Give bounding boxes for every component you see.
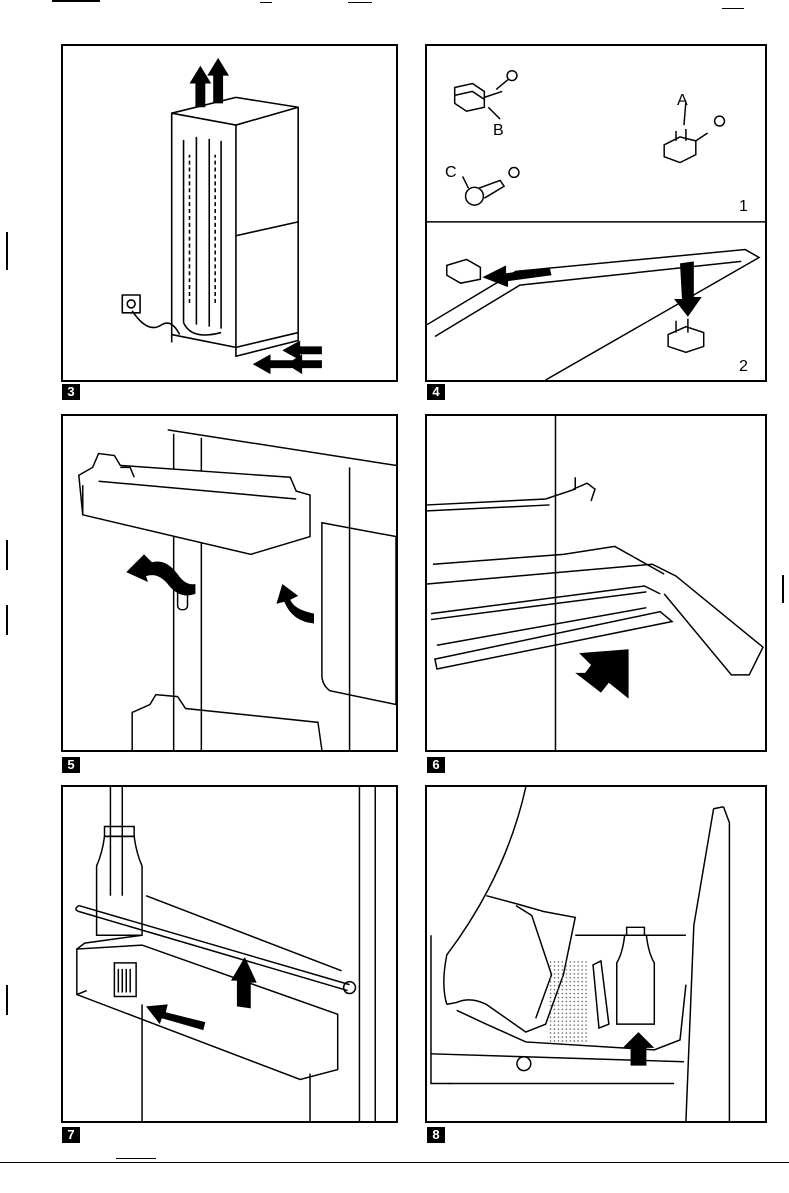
figure-6-panel (425, 414, 767, 752)
fridge-airflow-illustration (63, 46, 396, 380)
inflow-arrow-icon (253, 340, 322, 374)
crop-mark (260, 2, 272, 3)
crop-mark (116, 1158, 156, 1159)
figure-5-panel (61, 414, 398, 752)
glass-shelf-illustration (427, 416, 765, 750)
crop-mark (722, 8, 744, 9)
figure-4-number: 4 (427, 384, 445, 400)
figure-4-panel: A B C 1 2 (425, 44, 767, 382)
margin-mark (6, 540, 8, 570)
callout-c: C (445, 164, 457, 182)
shelf-support-illustration (427, 46, 765, 380)
figure-6-number: 6 (427, 757, 445, 773)
margin-mark (782, 575, 784, 603)
callout-b: B (493, 122, 504, 140)
figure-8-number: 8 (427, 1127, 445, 1143)
crop-mark (348, 2, 372, 3)
margin-mark (6, 232, 8, 270)
step-2-label: 2 (739, 358, 748, 376)
margin-mark (6, 605, 8, 635)
figure-8-panel (425, 785, 767, 1123)
door-bottle-shelf-illustration (427, 787, 765, 1121)
insert-arrow-icon (575, 649, 628, 698)
figure-3-panel (61, 44, 398, 382)
crop-mark (52, 0, 100, 2)
bottle-retainer-illustration (63, 787, 396, 1121)
figure-7-panel (61, 785, 398, 1123)
figure-7-number: 7 (62, 1127, 80, 1143)
lift-arrow-icon (126, 554, 314, 623)
callout-a: A (677, 92, 688, 110)
page-bottom-rule (0, 1162, 789, 1163)
figure-5-number: 5 (62, 757, 80, 773)
sponge-texture (548, 961, 588, 1044)
up-arrow-icon (189, 58, 229, 107)
step-1-label: 1 (739, 198, 748, 216)
figure-3-number: 3 (62, 384, 80, 400)
margin-mark (6, 985, 8, 1015)
door-bin-illustration (63, 416, 396, 750)
